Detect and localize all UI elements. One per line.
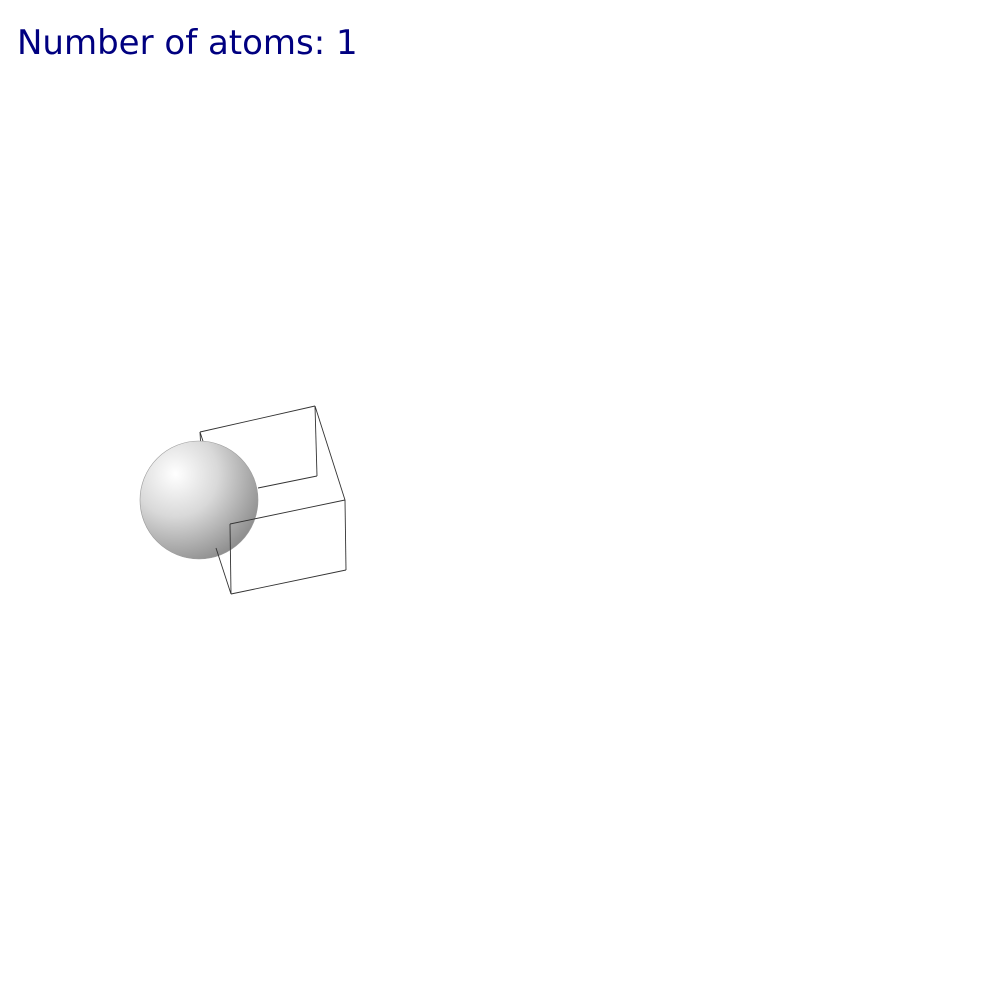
cell-edge [314, 405, 346, 501]
cell-edge [230, 569, 347, 595]
cell-edge [199, 405, 316, 433]
atom-count-label: Number of atoms: 1 [17, 23, 358, 63]
cell-edge [215, 547, 232, 595]
cell-edge [229, 499, 346, 525]
cell-edge [229, 523, 232, 595]
cell-edge [344, 499, 347, 571]
cell-edge [314, 405, 318, 477]
unit-cell-front-edges [215, 475, 347, 595]
cell-edge [257, 475, 318, 489]
atom-sphere[interactable] [139, 440, 259, 560]
